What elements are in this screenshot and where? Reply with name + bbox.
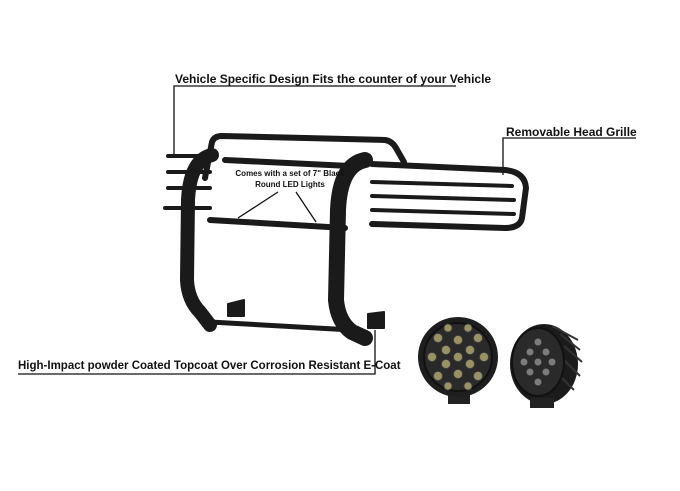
leader-line-grille xyxy=(502,137,636,175)
callout-grille: Removable Head Grille xyxy=(506,125,637,139)
left-upright xyxy=(180,148,219,332)
top-hoop xyxy=(202,133,407,181)
head-grille-outer xyxy=(369,161,529,231)
leader-line-lights-right xyxy=(295,191,317,223)
led-light-front xyxy=(418,317,498,404)
callout-design: Vehicle Specific Design Fits the counter… xyxy=(175,72,492,86)
callout-coating: High-Impact powder Coated Topcoat Over C… xyxy=(18,360,401,372)
leader-line-coating xyxy=(18,330,376,375)
callout-leader-lines xyxy=(18,85,636,375)
right-bracket xyxy=(367,311,385,329)
head-grille-bar-2 xyxy=(370,194,516,202)
head-grille-bar-1 xyxy=(370,180,514,188)
grille-guard xyxy=(163,133,529,346)
callout-lights: Comes with a set of 7" Black Round LED L… xyxy=(235,169,345,189)
center-crossbar-top xyxy=(222,157,353,169)
bottom-crossbar xyxy=(207,319,355,333)
led-light-angled xyxy=(510,324,583,408)
leader-line-lights-left xyxy=(237,191,279,219)
center-crossbar-mid xyxy=(207,217,348,231)
leader-line-design xyxy=(173,85,456,155)
head-grille-bar-3 xyxy=(370,208,516,216)
left-bracket xyxy=(227,299,245,317)
led-mount-2 xyxy=(530,398,554,408)
